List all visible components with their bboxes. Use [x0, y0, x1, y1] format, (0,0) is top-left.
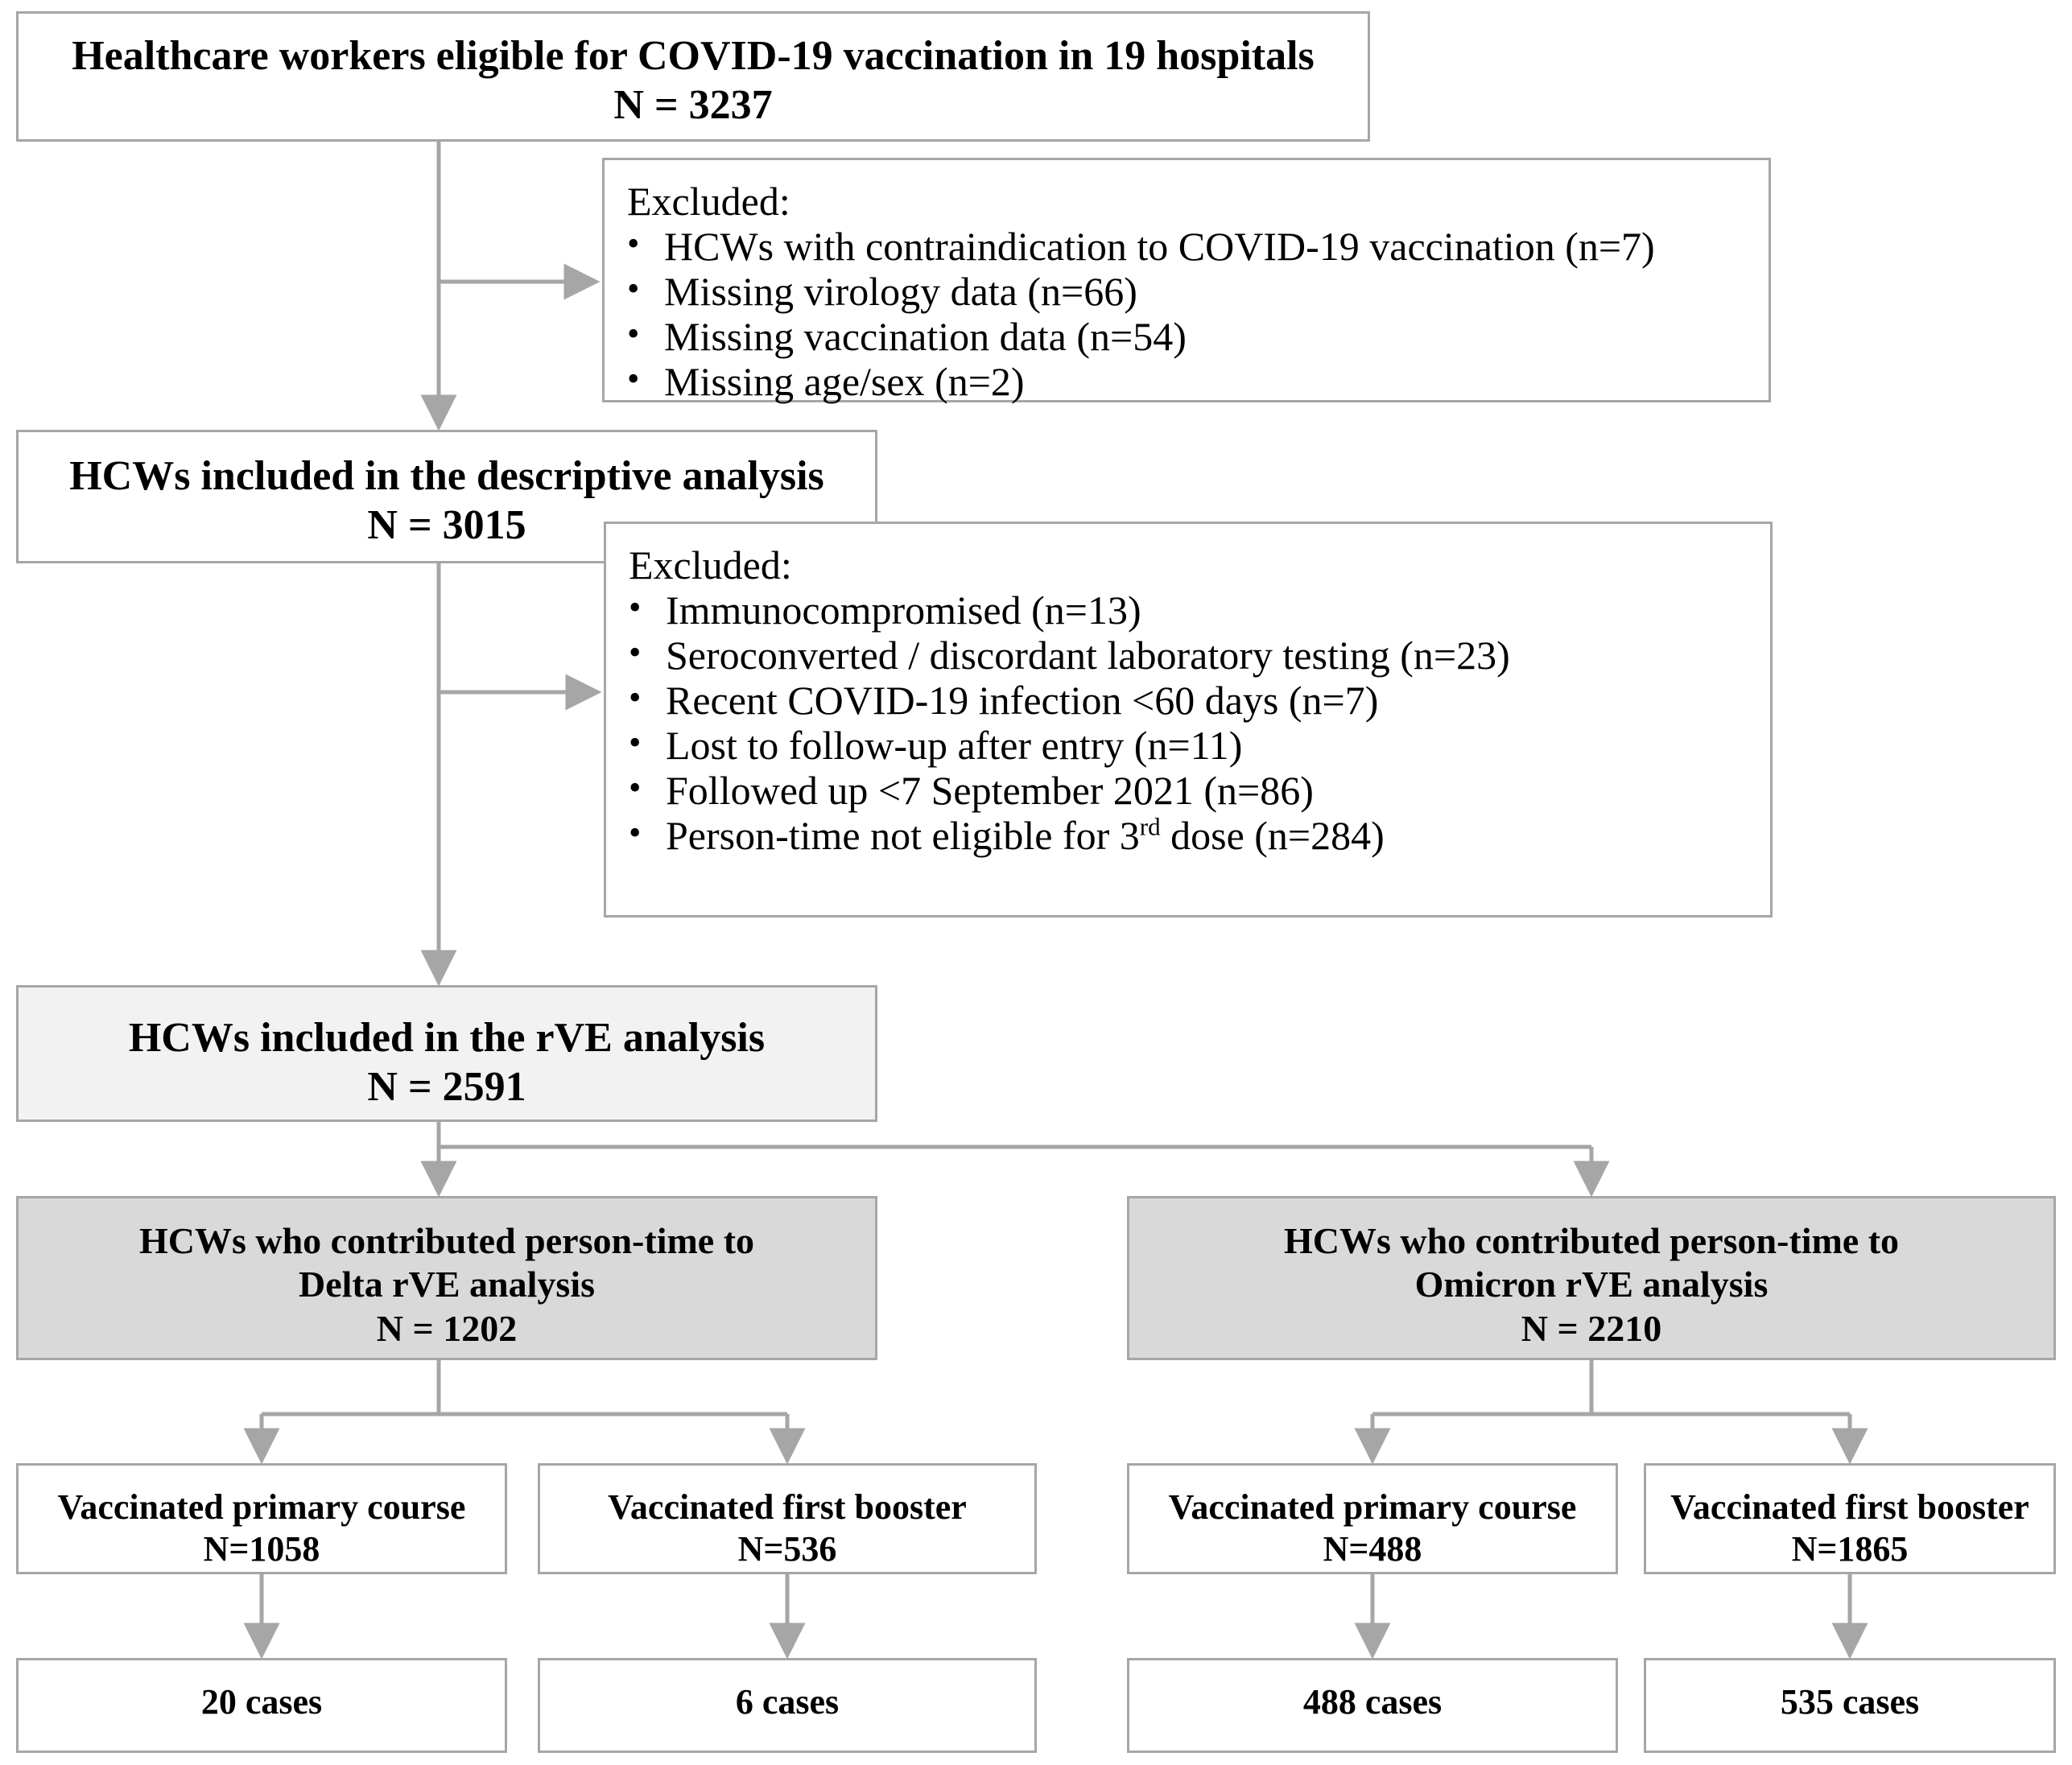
node-omicron-primary-line2: N=488 — [1323, 1528, 1422, 1569]
node-rve-line2: N = 2591 — [367, 1064, 526, 1111]
node-excluded-2: Excluded: • Immunocompromised (n=13) • S… — [604, 522, 1773, 918]
node-descriptive-line1: HCWs included in the descriptive analysi… — [69, 453, 824, 499]
node-delta-primary-cases: 20 cases — [16, 1658, 507, 1753]
node-eligible-line2: N = 3237 — [613, 82, 773, 129]
excluded-1-item: • Missing virology data (n=66) — [627, 269, 1769, 314]
excluded-2-item: • Followed up <7 September 2021 (n=86) — [629, 768, 1770, 813]
excluded-2-list: • Immunocompromised (n=13) • Seroconvert… — [629, 588, 1770, 858]
person-time-post: dose (n=284) — [1160, 813, 1385, 858]
excluded-2-item-text: Lost to follow-up after entry (n=11) — [666, 723, 1243, 768]
excluded-2-item-text: Followed up <7 September 2021 (n=86) — [666, 768, 1314, 813]
node-descriptive-line2: N = 3015 — [367, 502, 526, 549]
excluded-2-item-person-time: • Person-time not eligible for 3rd dose … — [629, 813, 1770, 858]
node-omicron-booster-cases: 535 cases — [1644, 1658, 2056, 1753]
bullet-icon: • — [627, 224, 640, 263]
node-omicron-primary-cases: 488 cases — [1127, 1658, 1618, 1753]
person-time-pre: Person-time not eligible for 3 — [666, 813, 1140, 858]
node-omicron-line2: Omicron rVE analysis — [1414, 1264, 1769, 1305]
excluded-2-item: • Recent COVID-19 infection <60 days (n=… — [629, 678, 1770, 723]
excluded-1-item-text: Missing age/sex (n=2) — [664, 359, 1025, 404]
ordinal-suffix: rd — [1139, 812, 1161, 841]
excluded-1-item: • Missing age/sex (n=2) — [627, 359, 1769, 404]
bullet-icon: • — [629, 723, 642, 762]
node-rve-line1: HCWs included in the rVE analysis — [128, 1015, 766, 1061]
bullet-icon: • — [627, 269, 640, 308]
node-omicron-vaccinated-first-booster: Vaccinated first booster N=1865 — [1644, 1463, 2056, 1574]
node-omicron-line3: N = 2210 — [1521, 1307, 1662, 1349]
node-omicron-booster-cases-text: 535 cases — [1780, 1682, 1920, 1722]
node-omicron-booster-line2: N=1865 — [1791, 1528, 1909, 1569]
excluded-2-item: • Seroconverted / discordant laboratory … — [629, 633, 1770, 678]
node-delta-booster-line1: Vaccinated first booster — [608, 1487, 967, 1527]
excluded-1-item-text: Missing virology data (n=66) — [664, 269, 1137, 314]
node-delta-vaccinated-primary-course: Vaccinated primary course N=1058 — [16, 1463, 507, 1574]
bullet-icon: • — [627, 359, 640, 398]
node-omicron-primary-cases-text: 488 cases — [1302, 1682, 1443, 1722]
node-delta-line1: HCWs who contributed person-time to — [138, 1220, 755, 1261]
node-delta-booster-cases: 6 cases — [538, 1658, 1037, 1753]
bullet-icon: • — [629, 588, 642, 627]
bullet-icon: • — [627, 314, 640, 353]
node-rve-analysis: HCWs included in the rVE analysis N = 25… — [16, 985, 877, 1122]
node-delta-primary-cases-text: 20 cases — [200, 1682, 323, 1722]
node-delta-booster-cases-text: 6 cases — [735, 1682, 840, 1722]
bullet-icon: • — [629, 678, 642, 717]
node-delta-line3: N = 1202 — [376, 1307, 518, 1349]
excluded-2-item-text-composed: Person-time not eligible for 3rd dose (n… — [666, 813, 1385, 858]
bullet-icon: • — [629, 768, 642, 807]
node-delta-primary-line1: Vaccinated primary course — [57, 1487, 466, 1527]
node-omicron-primary-line1: Vaccinated primary course — [1168, 1487, 1577, 1527]
excluded-2-item-text: Immunocompromised (n=13) — [666, 588, 1141, 633]
node-omicron-booster-line1: Vaccinated first booster — [1670, 1487, 2029, 1527]
excluded-1-item-text: HCWs with contraindication to COVID-19 v… — [664, 224, 1655, 269]
excluded-2-item: • Immunocompromised (n=13) — [629, 588, 1770, 633]
node-excluded-1: Excluded: • HCWs with contraindication t… — [602, 158, 1771, 404]
excluded-2-item: • Lost to follow-up after entry (n=11) — [629, 723, 1770, 768]
excluded-2-item-text: Seroconverted / discordant laboratory te… — [666, 633, 1510, 678]
excluded-1-list: • HCWs with contraindication to COVID-19… — [627, 224, 1769, 404]
excluded-1-item: • Missing vaccination data (n=54) — [627, 314, 1769, 359]
bullet-icon: • — [629, 633, 642, 672]
node-delta-vaccinated-first-booster: Vaccinated first booster N=536 — [538, 1463, 1037, 1574]
node-omicron-line1: HCWs who contributed person-time to — [1283, 1220, 1900, 1261]
node-eligible-hcws: Healthcare workers eligible for COVID-19… — [16, 11, 1370, 142]
bullet-icon: • — [629, 813, 642, 852]
node-omicron-vaccinated-primary-course: Vaccinated primary course N=488 — [1127, 1463, 1618, 1574]
node-delta-line2: Delta rVE analysis — [299, 1264, 595, 1305]
excluded-1-item: • HCWs with contraindication to COVID-19… — [627, 224, 1769, 269]
excluded-2-heading: Excluded: — [629, 542, 792, 588]
excluded-1-heading: Excluded: — [627, 179, 790, 224]
node-omicron-rve: HCWs who contributed person-time to Omic… — [1127, 1196, 2056, 1360]
node-eligible-line1: Healthcare workers eligible for COVID-19… — [72, 33, 1315, 79]
node-delta-primary-line2: N=1058 — [203, 1528, 320, 1569]
node-delta-rve: HCWs who contributed person-time to Delt… — [16, 1196, 877, 1360]
excluded-2-item-text: Recent COVID-19 infection <60 days (n=7) — [666, 678, 1379, 723]
excluded-1-item-text: Missing vaccination data (n=54) — [664, 314, 1187, 359]
node-delta-booster-line2: N=536 — [737, 1528, 837, 1569]
